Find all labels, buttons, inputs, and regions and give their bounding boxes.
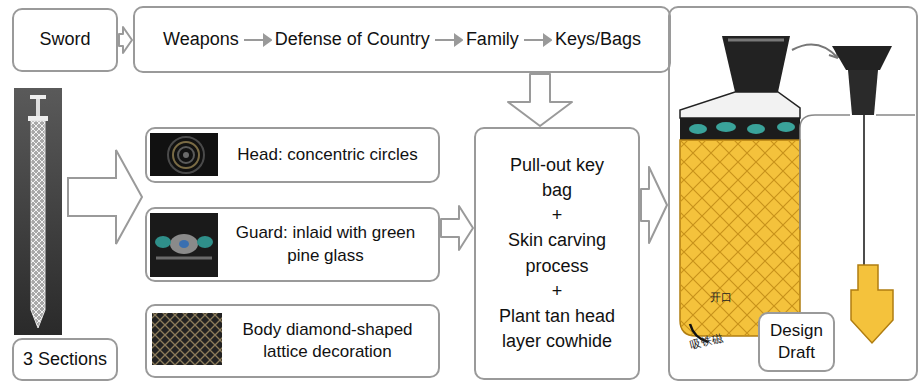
node-text: + [552,279,563,304]
node-text: Sword [39,28,90,51]
hollow-arrow [441,206,473,250]
hollow-arrow [641,167,667,243]
sword-image [14,88,62,335]
node-text: Design Draft [766,320,827,364]
node-text: Family [466,28,519,51]
bag-sketch [680,36,915,343]
label-box: 3 Sections [12,338,118,381]
hollow-arrow [68,150,142,244]
node-text: Plant tan head layer cowhide [496,304,618,354]
draft-panel: 开口吸铁磁 Design Draft [668,6,918,381]
node-text: Guard: inlaid with green pine glass [227,222,424,266]
chain-box: Weapons Defense of Country Family Keys/Bags [133,6,671,73]
feature-box: Head: concentric circles [145,127,440,183]
chain-arrow [522,33,552,47]
feature-box: Body diamond-shaped lattice decoration [145,304,440,378]
feature-box: Guard: inlaid with green pine glass [145,207,440,282]
node-text: + [552,203,563,228]
node-text: Defense of Country [275,28,430,51]
node-text: 开口 [710,290,732,304]
label-box: Design Draft [758,312,835,372]
node-text: Weapons [163,28,239,51]
node-text: Keys/Bags [555,28,641,51]
node-text: Pull-out key bag [496,153,618,203]
hollow-arrow [119,27,132,53]
node-text: Body diamond-shaped lattice decoration [231,319,424,363]
node-text: Skin carving process [496,228,618,278]
hollow-arrow [508,74,572,126]
chain-arrow [242,33,272,47]
node-text: 吸铁磁 [689,330,724,352]
node-text: Head: concentric circles [237,144,417,166]
node-text: 3 Sections [23,348,107,371]
process-box: Pull-out key bag+Skin carving process+Pl… [474,127,640,380]
head-thumbnail [150,133,218,176]
guard-thumbnail [150,213,218,277]
chain-arrow [433,33,463,47]
body-thumbnail [152,313,222,365]
start-box: Sword [12,8,118,72]
